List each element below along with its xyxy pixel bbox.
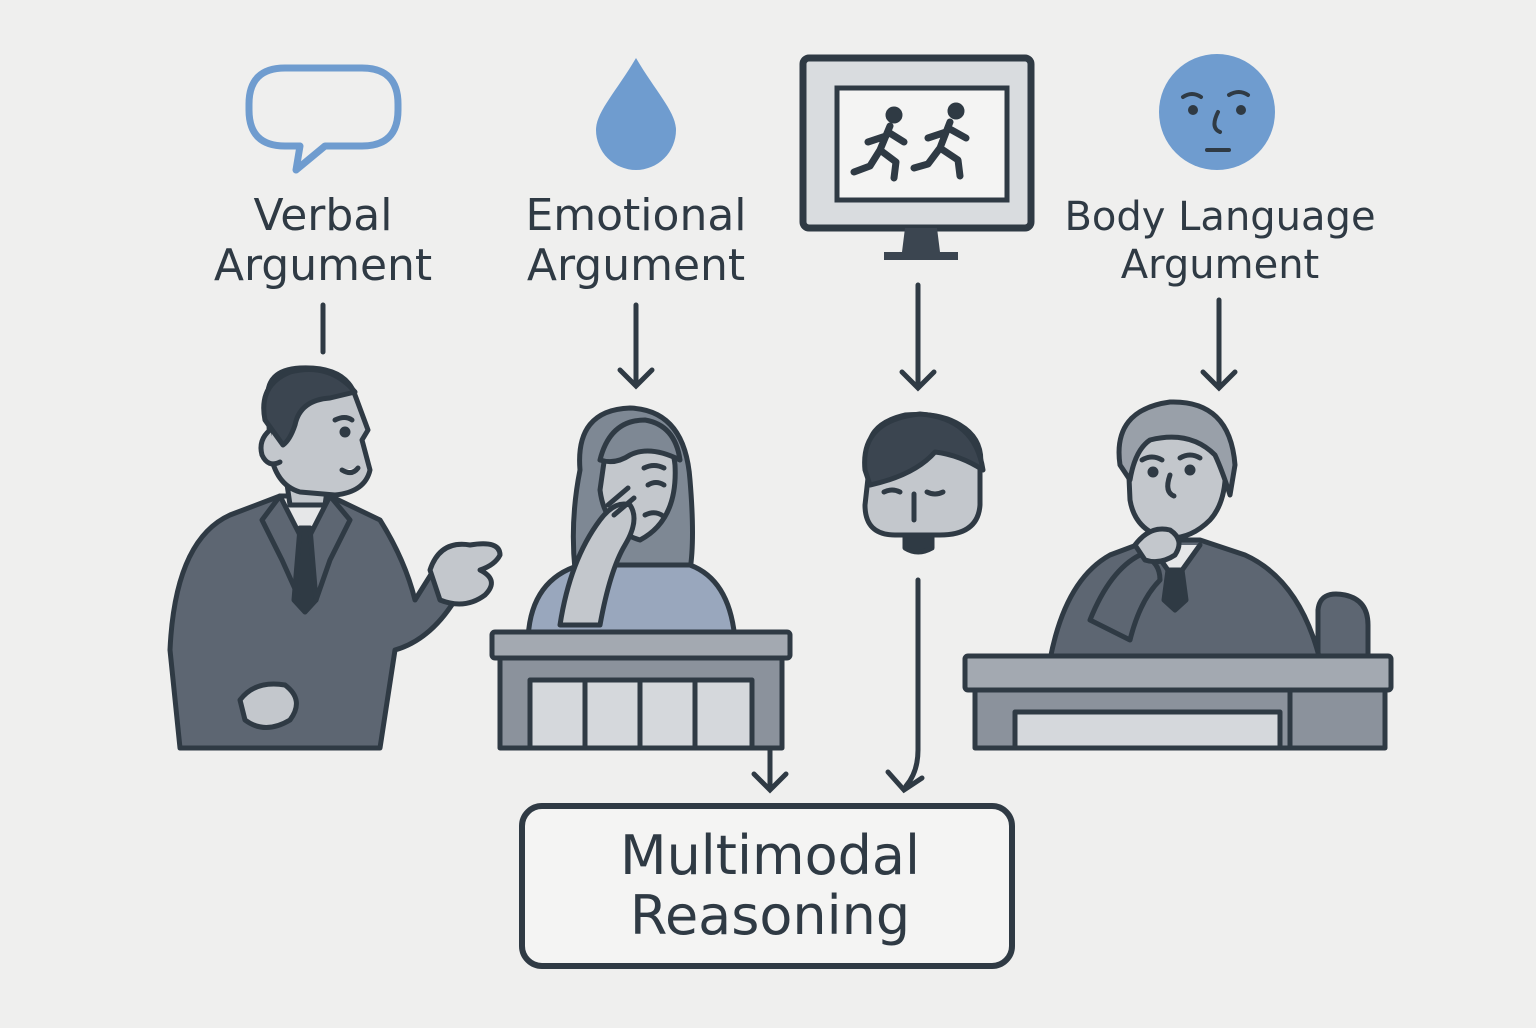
arrowhead-video xyxy=(899,369,937,392)
label-body-line1: Body Language xyxy=(1064,194,1375,240)
label-verbal-line1: Verbal xyxy=(254,190,393,241)
arrowhead-output-right xyxy=(885,769,925,794)
crying-witness-figure xyxy=(489,405,793,751)
face-icon xyxy=(1159,54,1275,170)
output-line1: Multimodal xyxy=(620,824,920,887)
label-verbal-line2: Argument xyxy=(214,240,432,291)
water-drop-icon xyxy=(596,58,676,170)
label-emotional-line1: Emotional xyxy=(525,190,746,241)
arrow-to-output-right xyxy=(903,577,921,789)
lawyer-figure xyxy=(167,365,503,751)
arrowhead-output-left xyxy=(751,771,789,794)
output-line2: Reasoning xyxy=(630,884,910,947)
robot-head-figure xyxy=(862,411,986,555)
thinking-judge-figure xyxy=(962,399,1394,751)
speech-bubble-icon xyxy=(245,64,402,174)
monitor-running-figures-icon xyxy=(799,54,1035,260)
multimodal-reasoning-box: Multimodal Reasoning xyxy=(519,803,1015,969)
arrowhead-emotional xyxy=(617,367,655,390)
label-emotional-line2: Argument xyxy=(527,240,745,291)
arrowhead-body xyxy=(1200,369,1238,392)
label-body-line2: Argument xyxy=(1121,242,1319,288)
